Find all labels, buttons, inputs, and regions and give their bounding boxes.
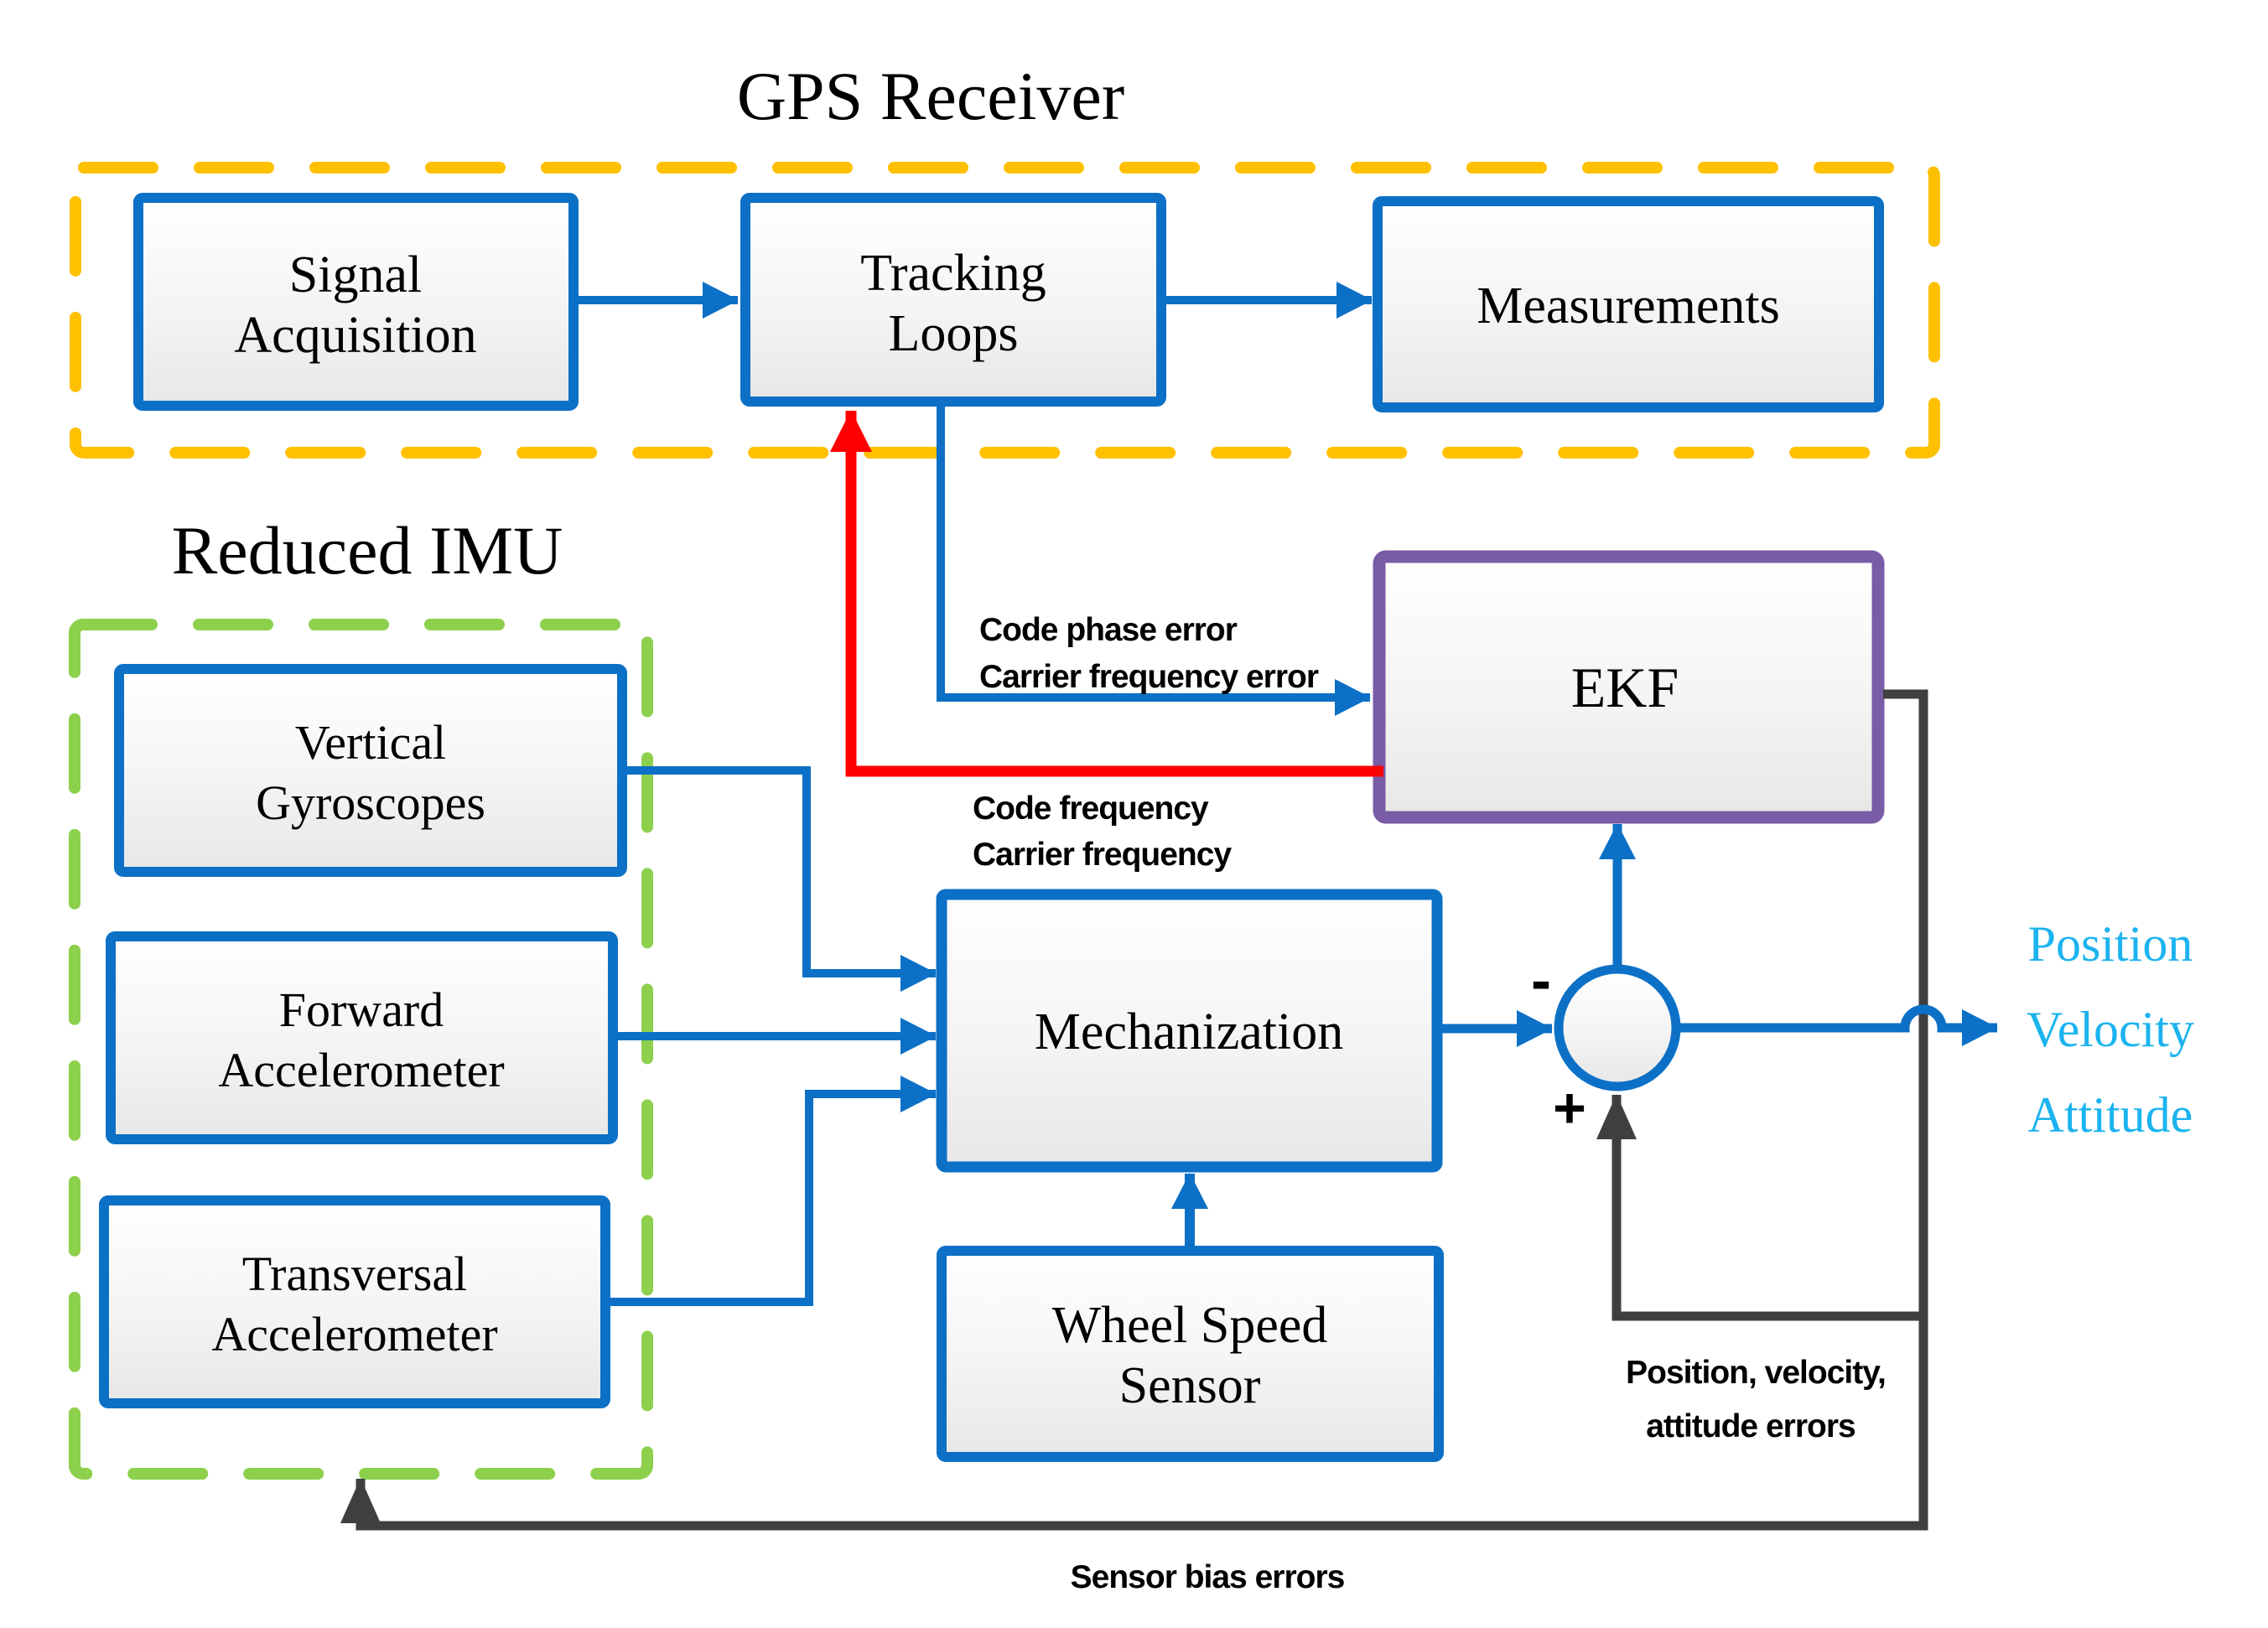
signal-acquisition-label-line2: Acquisition: [234, 307, 476, 364]
vertical-gyroscopes-label-line1: Vertical: [295, 715, 446, 770]
arrow-errors-to-summing-plus: [1596, 1094, 1923, 1321]
summing-plus-sign: +: [1553, 1076, 1586, 1140]
reduced-imu-title: Reduced IMU: [172, 512, 563, 588]
arrow-transversal-accel-to-mechanization: [605, 1076, 937, 1306]
tracking-loops-label-line1: Tracking: [860, 245, 1046, 302]
output-attitude-label: Attitude: [2028, 1087, 2193, 1143]
measurements-label: Measurements: [1477, 277, 1780, 334]
forward-accelerometer-label-line1: Forward: [279, 983, 444, 1037]
gps-receiver-frame: [70, 162, 1940, 459]
transversal-accelerometer-label-line1: Transversal: [242, 1247, 468, 1301]
vertical-gyroscopes-label-line2: Gyroscopes: [256, 775, 485, 830]
wheel-speed-sensor-box: [937, 1246, 1444, 1462]
arrow-gyroscopes-to-mechanization: [622, 766, 937, 992]
position-velocity-errors-label-line1: Position, velocity,: [1626, 1355, 1886, 1391]
ekf-label: EKF: [1571, 656, 1679, 719]
position-velocity-errors-label-line2: attitude errors: [1646, 1408, 1855, 1444]
code-phase-error-label: Code phase error: [979, 612, 1238, 648]
summing-junction: [1554, 964, 1681, 1091]
code-frequency-label: Code frequency: [973, 791, 1209, 827]
output-position-label: Position: [2028, 916, 2193, 972]
vertical-gyroscopes-box: [114, 664, 627, 877]
transversal-accelerometer-label-line2: Accelerometer: [211, 1307, 497, 1361]
forward-accelerometer-label-line2: Accelerometer: [218, 1043, 504, 1097]
measurements-box: [1373, 196, 1884, 412]
arrow-ekf-to-imu-sensor-bias: [340, 689, 1928, 1531]
signal-acquisition-label-line1: Signal: [289, 246, 422, 303]
carrier-frequency-label: Carrier frequency: [973, 837, 1232, 873]
arrow-tracking-to-ekf: [937, 402, 1371, 716]
sensor-bias-errors-label: Sensor bias errors: [1071, 1559, 1345, 1595]
gps-receiver-title: GPS Receiver: [737, 58, 1124, 134]
wheel-speed-sensor-label-line1: Wheel Speed: [1052, 1297, 1328, 1354]
output-velocity-label: Velocity: [2027, 1002, 2194, 1057]
summing-minus-sign: -: [1531, 947, 1551, 1014]
carrier-frequency-error-label: Carrier frequency error: [979, 659, 1319, 695]
forward-accelerometer-box: [106, 931, 618, 1144]
arrow-ekf-to-tracking-loops-red: [830, 410, 1383, 777]
mechanization-label: Mechanization: [1035, 1003, 1343, 1060]
tracking-loops-label-line2: Loops: [889, 305, 1019, 362]
ekf-box: [1373, 550, 1885, 824]
wheel-speed-sensor-label-line2: Sensor: [1119, 1357, 1261, 1414]
transversal-accelerometer-box: [99, 1195, 610, 1408]
reduced-imu-frame: [69, 619, 653, 1480]
arrow-summing-to-output: [1676, 1004, 1998, 1046]
